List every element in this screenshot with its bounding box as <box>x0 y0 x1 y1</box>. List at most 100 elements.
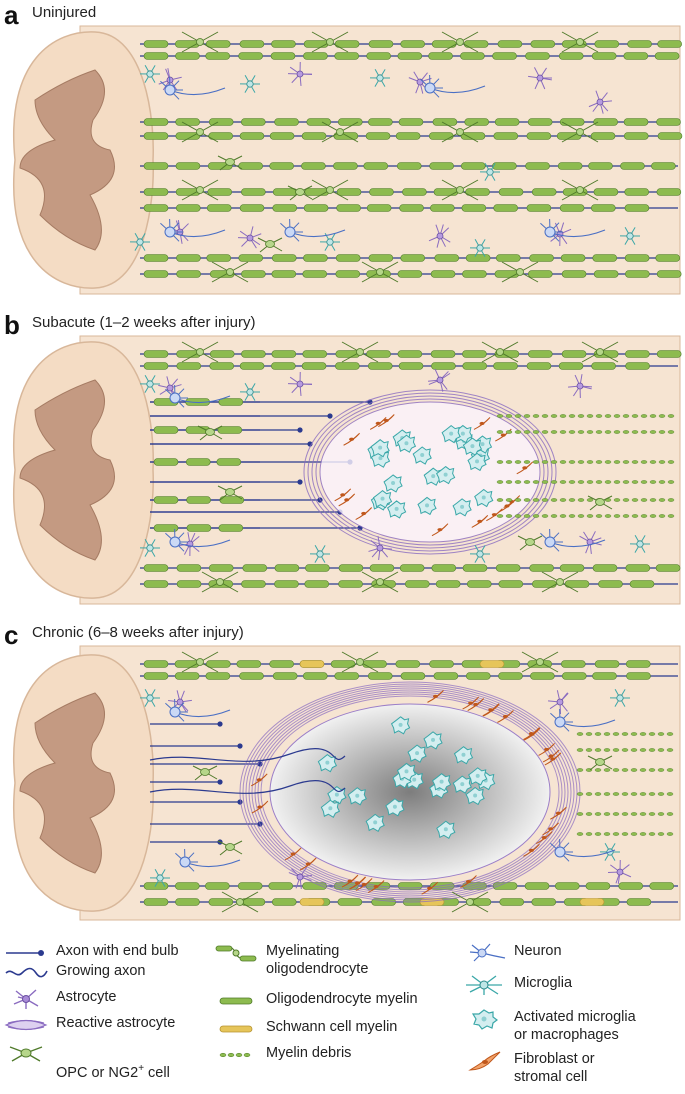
end-bulb <box>327 413 332 418</box>
myelin-segment <box>154 459 178 466</box>
myelin-segment <box>304 41 328 48</box>
myelin-segment <box>461 133 485 140</box>
panel-title: Chronic (6–8 weeks after injury) <box>32 624 244 641</box>
myelin-segment <box>398 351 422 358</box>
myelin-segment <box>595 661 619 668</box>
myelin-segment <box>272 271 296 278</box>
myelin-segment <box>239 255 263 262</box>
myelin-segment <box>240 673 264 680</box>
myelin-segment <box>154 427 178 434</box>
myelin-segment <box>396 661 420 668</box>
myelin-segment <box>363 661 387 668</box>
myelin-segment <box>271 363 295 370</box>
myelin-segment <box>466 189 490 196</box>
myelin-segment <box>528 271 552 278</box>
myelin-segment <box>559 363 583 370</box>
legend-opc: OPC or NG2+ cell <box>4 1042 170 1082</box>
myelin-segment <box>496 255 520 262</box>
myelin-segment <box>532 189 556 196</box>
myelin-segment <box>177 271 201 278</box>
myelin-segment <box>210 363 234 370</box>
myelin-segment <box>463 565 487 572</box>
myelin-segment <box>657 351 681 358</box>
myelin-segment <box>657 271 681 278</box>
myelin-segment <box>238 883 262 890</box>
myelin-segment <box>495 271 519 278</box>
myelin-segment <box>499 189 523 196</box>
myelin-segment <box>187 525 211 532</box>
myelin-segment <box>240 41 264 48</box>
spinal-tract <box>80 26 680 294</box>
fibroblast-icon <box>462 1050 506 1072</box>
myelin-segment <box>144 133 168 140</box>
schwann-myelin-segment <box>300 661 324 668</box>
schwann-myelin-icon <box>214 1018 258 1040</box>
myelin-segment <box>206 41 230 48</box>
myelin-debris <box>577 792 673 795</box>
myelin-segment <box>237 661 261 668</box>
myelin-segment <box>625 255 649 262</box>
myelin-segment <box>144 351 168 358</box>
myelin-segment <box>397 163 421 170</box>
legend-myelin-debris: Myelin debris <box>214 1044 351 1066</box>
myelin-segment <box>241 271 265 278</box>
myelin-segment <box>144 899 168 906</box>
legend-astrocyte: Astrocyte <box>4 988 116 1010</box>
myelin-segment <box>595 41 619 48</box>
myelin-segment <box>434 673 458 680</box>
myelin-segment <box>218 427 242 434</box>
myelin-segment <box>271 53 295 60</box>
myelin-segment <box>624 119 648 126</box>
myelin-segment <box>561 661 585 668</box>
myelin-segment <box>626 673 650 680</box>
myelin-segment <box>207 255 231 262</box>
myelin-segment <box>498 41 522 48</box>
panel-chronic: c Chronic (6–8 weeks after injury) <box>0 624 685 924</box>
myelin-segment <box>657 189 681 196</box>
myelin-segment <box>592 53 616 60</box>
myelin-segment <box>217 459 241 466</box>
myelin-segment <box>658 133 682 140</box>
schwann-myelin-segment <box>480 661 504 668</box>
myelin-segment <box>625 205 649 212</box>
myelin-segment <box>435 255 459 262</box>
microglia-icon <box>462 974 506 996</box>
uninjured-illustration <box>0 22 685 302</box>
myelin-segment <box>499 581 523 588</box>
myelin-segment <box>593 565 617 572</box>
panel-title: Uninjured <box>32 4 96 21</box>
myelin-segment <box>586 883 610 890</box>
myelin-segment <box>336 271 360 278</box>
myelin-segment <box>527 363 551 370</box>
myelin-segment <box>620 163 644 170</box>
myelin-segment <box>494 363 518 370</box>
myelin-segment <box>562 673 586 680</box>
myelin-segment <box>154 497 178 504</box>
myelin-segment <box>144 581 168 588</box>
myelin-segment <box>656 255 680 262</box>
schwann-myelin-segment <box>580 899 604 906</box>
myelin-segment <box>465 119 489 126</box>
myelin-segment <box>144 53 168 60</box>
myelin-segment <box>528 119 552 126</box>
myelin-segment <box>431 363 455 370</box>
myelin-segment <box>657 119 681 126</box>
myelin-segment <box>205 883 229 890</box>
reactive-astrocyte-icon <box>4 1014 48 1036</box>
myelin-segment <box>240 133 264 140</box>
myelin-segment <box>302 363 326 370</box>
myelin-segment <box>500 899 524 906</box>
myelin-segment <box>144 661 168 668</box>
myelin-segment <box>625 189 649 196</box>
myelin-segment <box>144 673 168 680</box>
myelin-segment <box>177 565 201 572</box>
myelin-segment <box>219 525 243 532</box>
astrocyte-icon <box>4 988 48 1010</box>
myelin-segment <box>144 363 168 370</box>
myelin-segment <box>273 189 297 196</box>
myelin-segment <box>531 41 555 48</box>
myelin-segment <box>240 363 264 370</box>
myelin-segment <box>430 661 454 668</box>
myelin-segment <box>463 363 487 370</box>
myelin-segment <box>402 189 426 196</box>
